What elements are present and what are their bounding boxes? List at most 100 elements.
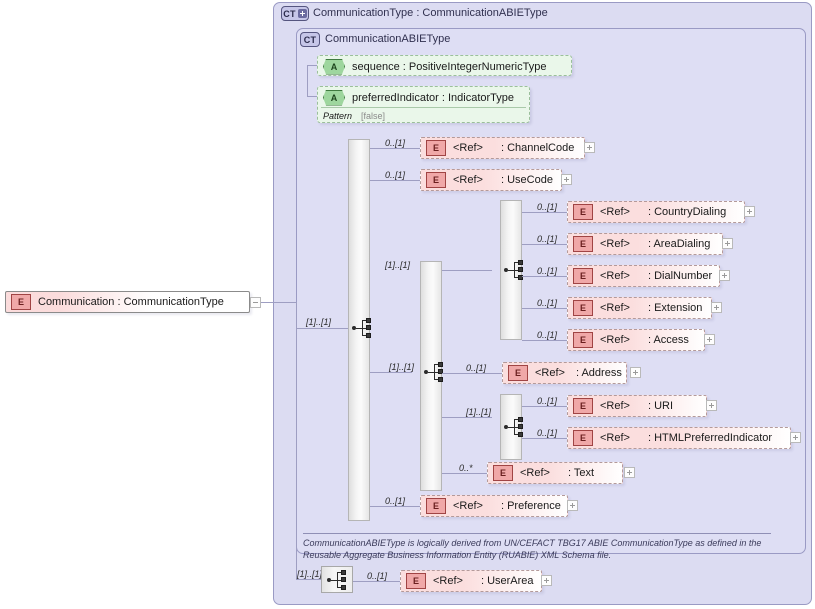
- element-ref-dialnumber[interactable]: E <Ref> : DialNumber: [567, 265, 720, 287]
- element-ref-expand-countrydialing[interactable]: [744, 206, 755, 217]
- root-element-collapse-toggle[interactable]: [250, 297, 261, 308]
- element-ref-access[interactable]: E <Ref> : Access: [567, 329, 705, 351]
- cardinality-preference: 0..[1]: [385, 496, 406, 506]
- element-ref-name: : ChannelCode: [500, 142, 575, 154]
- element-ref-expand-htmlpreferredindicator[interactable]: [790, 432, 801, 443]
- element-ref-expand-uri[interactable]: [706, 400, 717, 411]
- connector-uri: [522, 406, 567, 407]
- attribute-label: sequence : PositiveIntegerNumericType: [352, 60, 547, 73]
- connector-main-spine: [296, 302, 297, 579]
- sequence-compositor-contact[interactable]: [420, 261, 442, 491]
- element-ref-htmlpreferredindicator[interactable]: E <Ref> : HTMLPreferredIndicator: [567, 427, 791, 449]
- element-ref-expand-usecode[interactable]: [561, 174, 572, 185]
- connector-extension: [522, 308, 567, 309]
- element-ref-name: : HTMLPreferredIndicator: [647, 432, 773, 444]
- element-ref-countrydialing[interactable]: E <Ref> : CountryDialing: [567, 201, 745, 223]
- element-ref-channelcode[interactable]: E <Ref> : ChannelCode: [420, 137, 585, 159]
- element-ref-tag: <Ref>: [433, 575, 463, 587]
- element-ref-address[interactable]: E <Ref> : Address: [502, 362, 627, 384]
- connector-phone-group: [370, 372, 412, 373]
- element-icon: E: [573, 204, 593, 220]
- element-ref-name: : UserArea: [480, 575, 534, 587]
- element-ref-expand-extension[interactable]: [711, 302, 722, 313]
- element-icon: E: [508, 365, 528, 381]
- element-ref-expand-channelcode[interactable]: [584, 142, 595, 153]
- attribute-facet-row: Pattern [false]: [321, 107, 526, 124]
- connector-attr-spine: [307, 65, 308, 96]
- connector-channelcode: [370, 148, 420, 149]
- cardinality-uri-group: [1]..[1]: [466, 407, 492, 417]
- connector-dialnumber: [522, 276, 567, 277]
- element-ref-uri[interactable]: E <Ref> : URI: [567, 395, 707, 417]
- sequence-icon: [352, 318, 374, 338]
- element-ref-tag: <Ref>: [600, 334, 630, 346]
- element-ref-userarea[interactable]: E <Ref> : UserArea: [400, 570, 542, 592]
- element-ref-expand-areadialing[interactable]: [722, 238, 733, 249]
- root-element-label: Communication : CommunicationType: [38, 296, 224, 308]
- sequence-compositor-userarea[interactable]: [321, 566, 353, 593]
- cardinality-address: 0..[1]: [466, 363, 487, 373]
- connector-to-main-sequence: [296, 328, 348, 329]
- cardinality-extension: 0..[1]: [537, 298, 558, 308]
- cardinality-root-trunk: [1]..[1]: [306, 317, 332, 327]
- connector-htmlpreferred: [522, 438, 567, 439]
- connector-text: [442, 473, 487, 474]
- attribute-sequence[interactable]: A sequence : PositiveIntegerNumericType: [317, 55, 572, 76]
- element-ref-text[interactable]: E <Ref> : Text: [487, 462, 623, 484]
- complextype-inner-badge: CT: [300, 32, 320, 47]
- element-icon: E: [573, 236, 593, 252]
- element-ref-tag: <Ref>: [600, 302, 630, 314]
- cardinality-uri: 0..[1]: [537, 396, 558, 406]
- complextype-name: CommunicationABIEType: [325, 33, 451, 45]
- element-ref-extension[interactable]: E <Ref> : Extension: [567, 297, 712, 319]
- element-ref-tag: <Ref>: [453, 500, 483, 512]
- element-icon: E: [573, 430, 593, 446]
- root-element-communication[interactable]: E Communication : CommunicationType: [5, 291, 250, 313]
- plus-icon: [297, 9, 307, 18]
- connector-access: [522, 340, 567, 341]
- cardinality-text: 0..*: [459, 463, 473, 473]
- connector-attr-sequence: [307, 65, 317, 66]
- element-ref-name: : UseCode: [500, 174, 553, 186]
- sequence-icon: [424, 362, 446, 382]
- element-ref-areadialing[interactable]: E <Ref> : AreaDialing: [567, 233, 723, 255]
- cardinality-usecode: 0..[1]: [385, 170, 406, 180]
- element-ref-expand-preference[interactable]: [567, 500, 578, 511]
- cardinality-dialing-group: [1]..[1]: [385, 260, 411, 270]
- element-icon: E: [11, 294, 31, 310]
- element-ref-expand-address[interactable]: [630, 367, 641, 378]
- connector-usecode: [370, 180, 420, 181]
- complextype-expand-badge[interactable]: CT: [281, 6, 309, 21]
- cardinality-userarea: 0..[1]: [367, 571, 388, 581]
- sequence-compositor-main[interactable]: [348, 139, 370, 521]
- element-ref-expand-access[interactable]: [704, 334, 715, 345]
- element-icon: E: [573, 398, 593, 414]
- element-icon: E: [573, 332, 593, 348]
- element-ref-tag: <Ref>: [600, 270, 630, 282]
- element-ref-expand-text[interactable]: [624, 467, 635, 478]
- element-icon: E: [493, 465, 513, 481]
- attribute-icon: A: [323, 89, 345, 106]
- element-ref-usecode[interactable]: E <Ref> : UseCode: [420, 169, 562, 191]
- cardinality-userarea-trunk: [1]..[1]: [297, 569, 323, 579]
- element-ref-tag: <Ref>: [600, 432, 630, 444]
- connector-dialing-group: [442, 270, 492, 271]
- attribute-preferred-indicator[interactable]: A preferredIndicator : IndicatorType Pat…: [317, 86, 530, 123]
- cardinality-channelcode: 0..[1]: [385, 138, 406, 148]
- facet-name: Pattern: [323, 111, 353, 121]
- element-ref-name: : Preference: [500, 500, 561, 512]
- element-ref-name: : Text: [567, 467, 595, 479]
- element-ref-name: : Address: [575, 367, 622, 379]
- element-ref-preference[interactable]: E <Ref> : Preference: [420, 495, 568, 517]
- element-ref-name: : Extension: [647, 302, 703, 314]
- connector-userarea: [353, 581, 400, 582]
- sequence-icon: [504, 260, 526, 280]
- connector-root-to-type: [261, 302, 296, 303]
- connector-areadialing: [522, 244, 567, 245]
- connector-countrydialing: [522, 212, 567, 213]
- element-ref-tag: <Ref>: [600, 206, 630, 218]
- element-ref-expand-userarea[interactable]: [541, 575, 552, 586]
- element-ref-tag: <Ref>: [453, 174, 483, 186]
- element-ref-expand-dialnumber[interactable]: [719, 270, 730, 281]
